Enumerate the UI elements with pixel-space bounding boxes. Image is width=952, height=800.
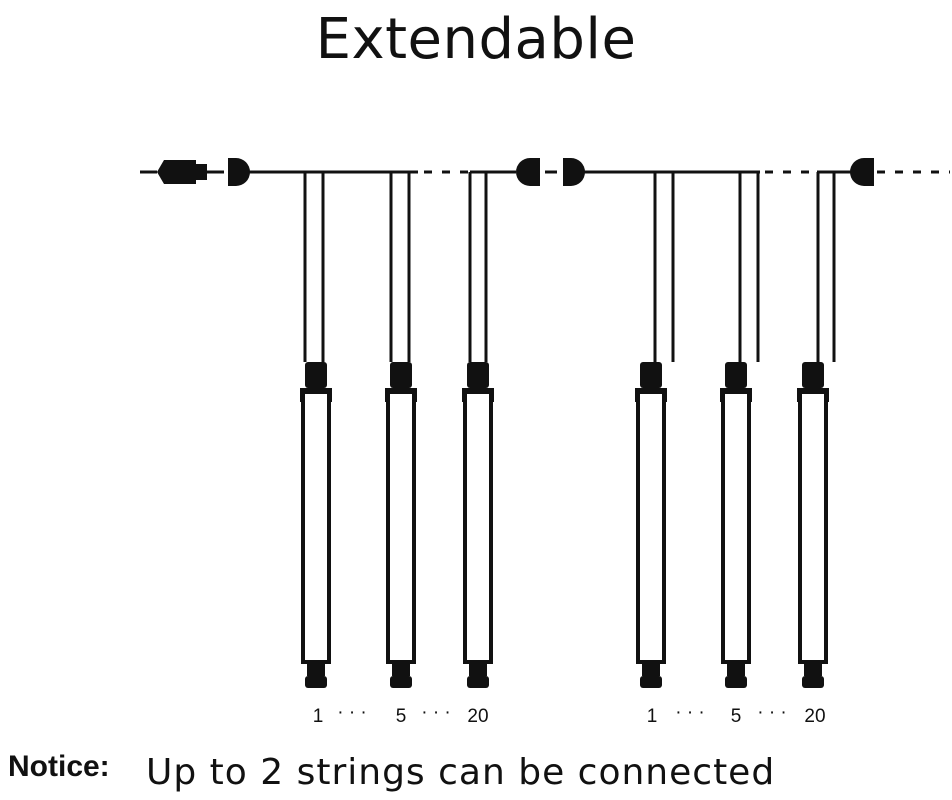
meteor-tube [462,172,494,688]
ellipsis: · · · [337,702,367,723]
meteor-tube [385,172,417,688]
page-title: Extendable [315,7,637,72]
ellipsis: · · · [675,702,705,723]
meteor-tube [635,172,675,688]
notice-text: Up to 2 strings can be connected [146,752,776,793]
end-plug-icon [516,158,540,186]
tube-label: 20 [467,706,488,727]
socket-connector-icon [563,158,585,186]
tube-label: 1 [647,706,658,727]
socket-connector-icon [228,158,250,186]
meteor-tube [720,172,760,688]
light-string-1: 1 · · · 5 · · · 20 [300,172,494,727]
end-plug-icon [850,158,874,186]
light-string-2: 1 · · · 5 · · · 20 [635,172,836,727]
ellipsis: · · · [757,702,787,723]
meteor-tube [300,172,332,688]
tube-label: 1 [313,706,324,727]
notice-label: Notice: [8,750,110,783]
tube-label: 20 [804,706,825,727]
tube-label: 5 [731,706,742,727]
ellipsis: · · · [421,702,451,723]
meteor-tube [797,172,836,688]
tube-label: 5 [396,706,407,727]
input-plug-icon [157,160,207,184]
